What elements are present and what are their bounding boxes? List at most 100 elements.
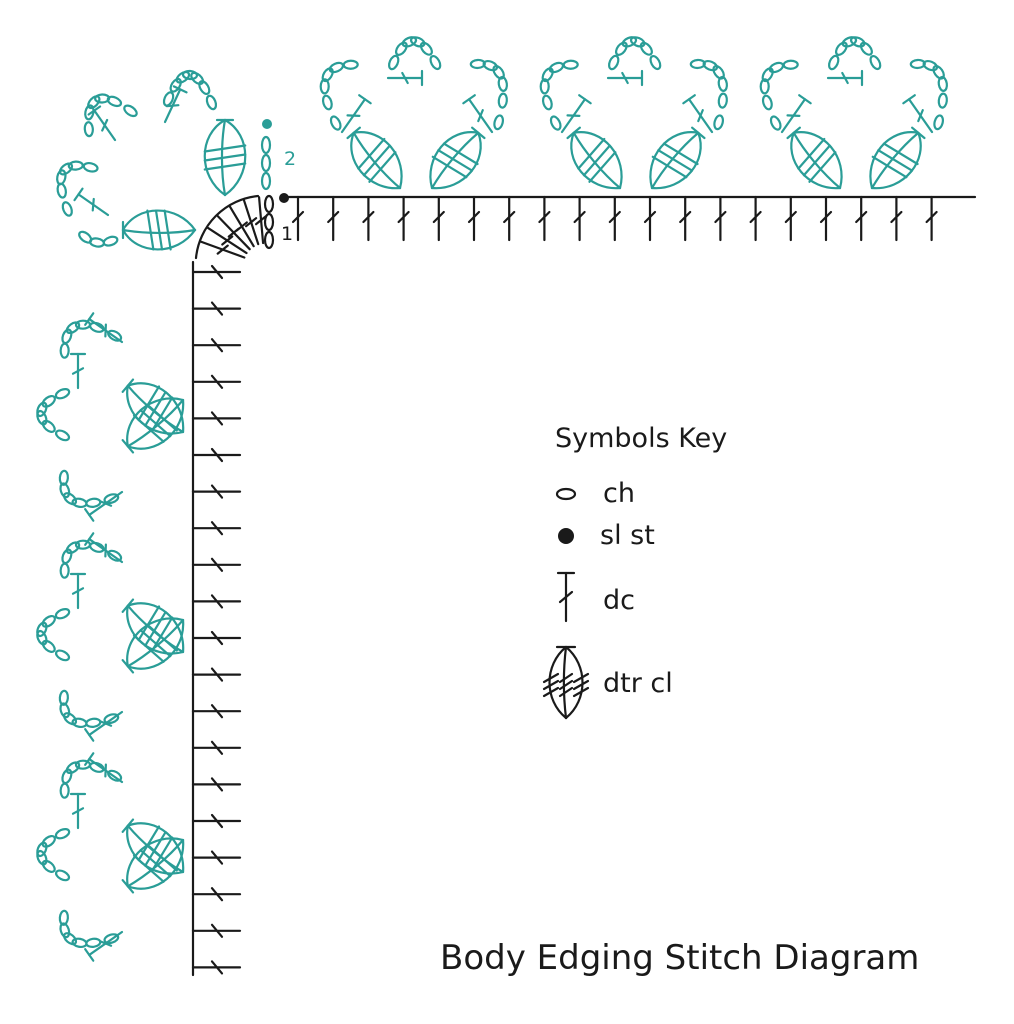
chain-stitch (61, 328, 73, 345)
chain-stitch (59, 782, 70, 799)
dc-stitch (84, 532, 124, 564)
dtr-cluster (869, 126, 926, 190)
dc-stitch (538, 195, 551, 242)
dtr-cluster (121, 378, 185, 435)
chain-icon (555, 487, 577, 501)
chain-stitch (329, 115, 342, 131)
chain-stitch (319, 78, 330, 95)
chain-stitch (59, 342, 70, 359)
chain-stitch (409, 36, 426, 48)
chain-stitch (36, 621, 48, 638)
dc-stitch (242, 199, 260, 246)
chain-stitch (106, 95, 123, 108)
chain-stitch (263, 230, 275, 250)
chain-stitch (54, 827, 71, 840)
dc-stitch (340, 94, 372, 134)
dc-stitch (163, 85, 188, 124)
chain-stitch (922, 59, 939, 72)
chain-stitch (782, 59, 799, 70)
dc-stitch (714, 195, 727, 242)
dc-stitch (191, 630, 242, 646)
slip-stitch (262, 119, 272, 129)
chain-stitch (54, 607, 71, 620)
chain-stitch (41, 394, 56, 408)
dc-stitch (191, 923, 242, 938)
chain-stitch (103, 933, 120, 945)
dc-stitch (191, 484, 242, 499)
shell (319, 36, 508, 190)
chain-stitch (190, 71, 205, 86)
dc-stitch (73, 187, 110, 217)
key-label-sl-st: sl st (600, 520, 655, 551)
chain-stitch (58, 689, 69, 706)
dtr-cluster (121, 209, 197, 251)
dc-stitch (69, 572, 87, 610)
chain-stitch (41, 419, 56, 433)
diagram-title: Body Edging Stitch Diagram (440, 938, 920, 978)
chain-stitch (103, 713, 120, 725)
slip-stitch (279, 193, 289, 203)
chain-stitch (260, 135, 272, 155)
dc-stitch (69, 792, 87, 830)
chain-stitch (65, 321, 81, 335)
dc-stitch (191, 374, 242, 389)
row-1-label: 1 (281, 223, 294, 245)
dc-stitch (191, 301, 242, 316)
dc-stitch (826, 69, 864, 87)
chain-stitch (342, 59, 359, 70)
dtr-cluster (566, 126, 623, 190)
dc-stitch (560, 94, 592, 134)
corner-shell (56, 69, 247, 251)
dc-stitch (327, 195, 340, 242)
chain-stitch (36, 401, 48, 418)
chain-stitch (541, 94, 553, 111)
dc-stitch (819, 195, 833, 242)
dc-stitch (386, 69, 424, 87)
chain-stitch (41, 614, 56, 628)
chain-stitch (260, 171, 272, 191)
dc-stitch (749, 195, 762, 242)
chain-stitch (834, 41, 848, 56)
chain-stitch (328, 61, 345, 74)
chain-stitch (205, 94, 218, 111)
chain-stitch (621, 36, 638, 48)
chain-stitch (54, 869, 71, 882)
chain-stitch (702, 59, 719, 72)
dc-stitch (606, 69, 644, 87)
chain-stitch (59, 482, 71, 499)
chain-stitch (36, 629, 48, 646)
chain-stitch (54, 429, 71, 442)
dc-stitch (191, 850, 242, 865)
dc-stitch (780, 94, 812, 134)
chain-stitch (36, 841, 48, 858)
dc-stitch (84, 752, 124, 784)
key-label-dc: dc (603, 585, 635, 616)
dc-stitch (573, 195, 586, 242)
dc-stitch (191, 411, 242, 426)
chain-stitch (58, 162, 74, 176)
dc-stitch (432, 195, 445, 242)
dc-stitch (191, 338, 242, 353)
key-label-ch: ch (603, 478, 635, 509)
chain-stitch (84, 104, 95, 121)
chain-stitch (82, 161, 99, 173)
chain-stitch (937, 75, 948, 93)
chain-stitch (74, 319, 92, 330)
dc-stitch (462, 94, 494, 134)
shell (759, 36, 948, 190)
chain-stitch (548, 61, 565, 74)
dtr-cluster (346, 126, 403, 190)
dtr-cluster (786, 126, 843, 190)
double-crochet-icon (556, 571, 576, 623)
dc-stitch (191, 813, 242, 829)
chain-stitch (761, 94, 773, 111)
chain-stitch (162, 91, 175, 107)
chain-stitch (937, 92, 948, 109)
dc-stitch (608, 195, 621, 242)
dc-stitch (362, 195, 375, 242)
chain-stitch (85, 717, 102, 728)
chain-stitch (74, 759, 92, 770)
chain-stitch (933, 114, 944, 131)
